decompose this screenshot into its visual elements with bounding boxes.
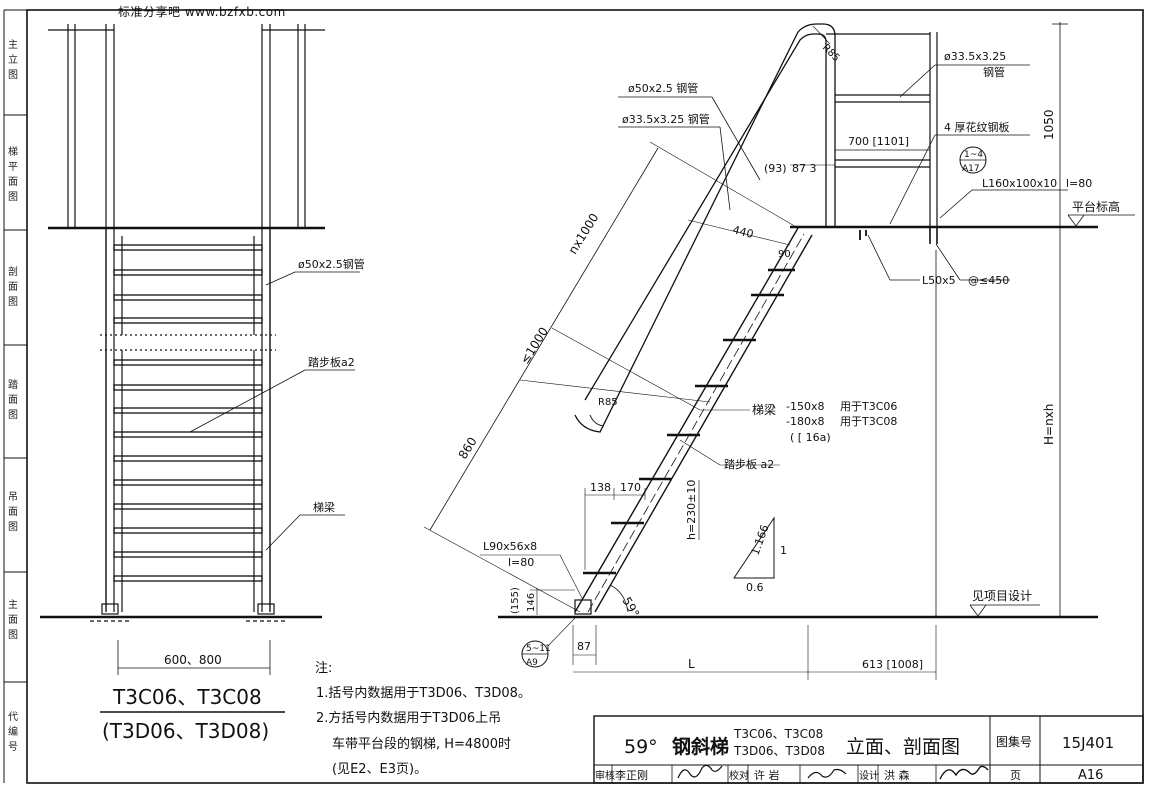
slope-1: 1 <box>780 544 787 557</box>
dim-155: (155) <box>510 587 521 614</box>
title-codes-1: T3C06、T3C08 <box>733 727 823 741</box>
label-platform-level: 平台标高 <box>1072 199 1120 214</box>
notes-line-1: 1.括号内数据用于T3D06、T3D08。 <box>316 685 531 701</box>
left-strip-label-4: 踏 面 图 <box>8 380 18 421</box>
notes-line-2: 2.方括号内数据用于T3D06上吊 <box>316 710 501 726</box>
left-strip-label-7: 代 编 号 <box>8 712 18 753</box>
label-front-tread: 踏步板a2 <box>308 355 355 369</box>
label-front-beam: 梯梁 <box>313 500 335 514</box>
notes-line-3: 车带平台段的钢梯, H=4800时 <box>332 736 511 752</box>
label-side-tread: 踏步板 a2 <box>724 457 774 471</box>
label-see-project: 见项目设计 <box>972 589 1032 603</box>
dim-1050: 1050 <box>1042 109 1056 140</box>
dim-613: 613 [1008] <box>862 658 923 671</box>
front-view-subtitle: (T3D06、T3D08) <box>102 719 269 743</box>
label-pipe33-top: ø33.5x3.25 <box>944 50 1006 63</box>
dim-93: (93) <box>764 162 787 175</box>
title-codes-2: T3D06、T3D08 <box>733 744 825 758</box>
title-angle: 59° <box>624 736 658 758</box>
dim-90: 90 <box>778 249 791 260</box>
review-name: 李正刚 <box>615 768 648 782</box>
slope-1166: 1.166 <box>749 523 772 557</box>
side-view <box>423 22 1135 680</box>
left-strip-label-1: 主 立 图 <box>8 40 18 81</box>
title-block-text: 59° 钢斜梯 T3C06、T3C08 T3D06、T3D08 立面、剖面图 图… <box>595 727 1114 783</box>
label-pipe33-top2: 钢管 <box>983 65 1005 79</box>
page-label: 页 <box>1010 769 1021 782</box>
front-view <box>40 24 360 713</box>
label-angle-50: L50x5 <box>922 274 956 287</box>
check-label: 校对 <box>729 769 749 782</box>
side-view-labels: ø50x2.5 钢管 ø33.5x3.25 钢管 ø33.5x3.25 钢管 4… <box>456 42 1120 671</box>
dim-r85-mid: R85 <box>598 397 618 408</box>
slope-06: 0.6 <box>746 581 764 594</box>
sheet-frame <box>3 9 1144 784</box>
beam-label: 梯梁 <box>752 402 776 417</box>
label-pipe33: ø33.5x3.25 钢管 <box>622 112 710 126</box>
notes-heading: 注: <box>315 661 332 676</box>
dim-L: L <box>688 657 695 671</box>
left-strip-label-6: 主 面 图 <box>8 600 18 641</box>
signature-designer <box>939 765 989 780</box>
notes: 注: 1.括号内数据用于T3D06、T3D08。 2.方括号内数据用于T3D06… <box>315 661 531 777</box>
dim-138: 138 <box>590 481 611 494</box>
callout-bottom-page: A9 <box>526 658 538 668</box>
left-strip-label-3: 剖 面 图 <box>8 267 18 308</box>
callout-bottom-number: 5~11 <box>526 644 551 654</box>
dim-87: 87 <box>577 640 591 653</box>
dim-440: 440 <box>731 223 755 241</box>
design-label: 设计 <box>859 769 879 782</box>
atlas-number: 15J401 <box>1062 734 1114 752</box>
title-name: 钢斜梯 <box>672 735 729 758</box>
beam-spec-2: -180x8 <box>786 415 824 428</box>
left-strip-label-5: 吊 面 图 <box>8 492 18 533</box>
watermark-text: 标准分享吧 www.bzfxb.com <box>118 5 286 19</box>
review-label: 审核 <box>595 769 615 782</box>
design-name: 洪 森 <box>884 768 910 782</box>
dim-860: 860 <box>456 435 480 462</box>
dim-700: 700 [1101] <box>848 135 909 148</box>
dim-146: 146 <box>526 593 537 612</box>
beam-spec-1: -150x8 <box>786 400 824 413</box>
page-number: A16 <box>1078 768 1103 783</box>
callout-top-page: A17 <box>962 164 980 174</box>
label-spacing: @≤450 <box>968 274 1009 287</box>
beam-spec-3: ( [ 16a) <box>790 431 831 444</box>
atlas-label: 图集号 <box>996 734 1032 749</box>
front-view-title: T3C06、T3C08 <box>112 685 262 709</box>
label-front-pipe: ø50x2.5钢管 <box>298 257 365 271</box>
notes-line-4: (见E2、E3页)。 <box>332 762 427 777</box>
label-angle-160: L160x100x10 <box>982 177 1057 190</box>
dim-170: 170 <box>620 481 641 494</box>
signature-reviewer <box>677 764 723 779</box>
dim-le1000: ≤1000 <box>518 325 551 367</box>
beam-use-2: 用于T3C08 <box>840 415 897 428</box>
label-checker-plate: 4 厚花纹钢板 <box>944 120 1010 134</box>
dim-nx1000: nx1000 <box>566 211 602 257</box>
dim-87-3: 87 3 <box>792 162 817 175</box>
signature-checker <box>807 768 847 779</box>
check-name: 许 岩 <box>754 768 780 782</box>
left-strip-label-2: 梯 平 面 图 <box>8 147 18 203</box>
dim-h-nxh: H=nxh <box>1042 404 1056 445</box>
dim-r85-top: R85 <box>820 42 842 64</box>
dim-front-width: 600、800 <box>164 653 222 667</box>
title-block <box>593 715 1144 784</box>
dim-h230: h=230±10 <box>685 480 698 540</box>
callout-top-number: 1~4 <box>964 150 983 160</box>
label-l80-bot: l=80 <box>508 556 534 569</box>
title-suffix: 立面、剖面图 <box>846 736 960 758</box>
label-pipe50: ø50x2.5 钢管 <box>628 81 698 95</box>
label-angle-90: L90x56x8 <box>483 540 537 553</box>
beam-use-1: 用于T3C06 <box>840 400 897 413</box>
label-l80-top: l=80 <box>1066 177 1092 190</box>
